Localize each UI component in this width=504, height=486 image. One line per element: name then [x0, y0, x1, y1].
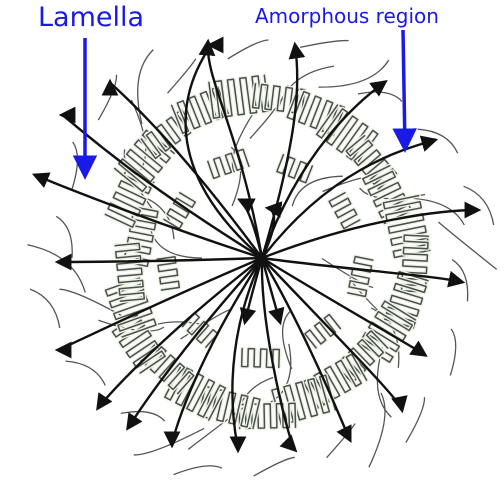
amorphous-chain-44	[174, 466, 223, 475]
amorphous-chain-14	[438, 222, 496, 269]
amorphous-chain-35	[300, 41, 349, 48]
amorphous-chain-0	[151, 230, 202, 259]
amorphous-pointer-arrow	[403, 30, 405, 148]
amorphous-chain-37	[418, 129, 458, 153]
lamella-label: Lamella	[38, 2, 144, 33]
amorphous-chain-9	[319, 60, 389, 87]
amorphous-chain-47	[30, 289, 60, 328]
amorphous-chain-34	[228, 40, 269, 59]
amorphous-chain-32	[98, 75, 116, 120]
amorphous-chain-30	[56, 216, 72, 258]
amorphous-chain-45	[121, 412, 165, 422]
lamella-20	[165, 365, 226, 420]
amorphous-chain-42	[327, 424, 356, 458]
growth-arrow-18	[262, 45, 297, 258]
amorphous-region-label: Amorphous region	[255, 4, 439, 28]
growth-arrow-15	[262, 210, 478, 258]
amorphous-chain-36	[358, 92, 402, 101]
amorphous-chain-24	[134, 428, 204, 455]
amorphous-chain-38	[464, 186, 494, 225]
amorphous-chain-31	[72, 142, 77, 189]
nucleus	[258, 254, 266, 262]
amorphous-chain-40	[450, 329, 455, 376]
amorphous-chain-43	[254, 457, 295, 476]
amorphous-chain-41	[406, 397, 425, 442]
amorphous-chain-29	[27, 245, 85, 293]
amorphous-chain-46	[65, 361, 105, 385]
